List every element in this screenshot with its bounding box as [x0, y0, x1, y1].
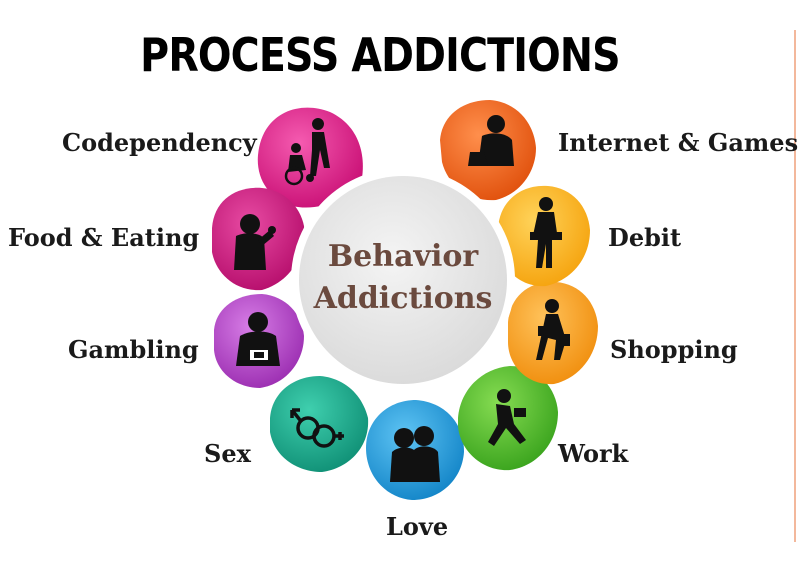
- label-debit: Debit: [608, 223, 682, 252]
- label-food-eating: Food & Eating: [8, 223, 200, 252]
- center-label-line2: Addictions: [313, 281, 493, 316]
- empty-pockets-icon: [530, 197, 562, 268]
- label-gambling: Gambling: [68, 335, 199, 364]
- center-label-line1: Behavior: [327, 239, 479, 274]
- couple-icon: [390, 426, 440, 482]
- gambler-cards-icon: [236, 312, 280, 366]
- petal-sex: [270, 376, 369, 472]
- page-title: PROCESS ADDICTIONS: [140, 28, 620, 82]
- gender-symbols-icon: [290, 408, 344, 448]
- label-sex: Sex: [204, 439, 251, 468]
- center-label: Behavior Addictions: [300, 236, 506, 320]
- laptop-user-icon: [468, 115, 514, 166]
- frame-edge: [794, 30, 796, 542]
- label-shopping: Shopping: [610, 335, 738, 364]
- label-love: Love: [386, 512, 449, 541]
- shopper-bags-icon: [536, 299, 570, 360]
- label-internet-games: Internet & Games: [558, 128, 799, 157]
- wheelchair-caregiver-icon: [284, 118, 330, 186]
- center-circle: [299, 176, 507, 384]
- eating-person-icon: [234, 214, 276, 270]
- running-worker-icon: [488, 389, 526, 446]
- petal-codependency: [257, 107, 363, 208]
- label-codependency: Codependency: [62, 128, 257, 157]
- label-work: Work: [558, 439, 629, 468]
